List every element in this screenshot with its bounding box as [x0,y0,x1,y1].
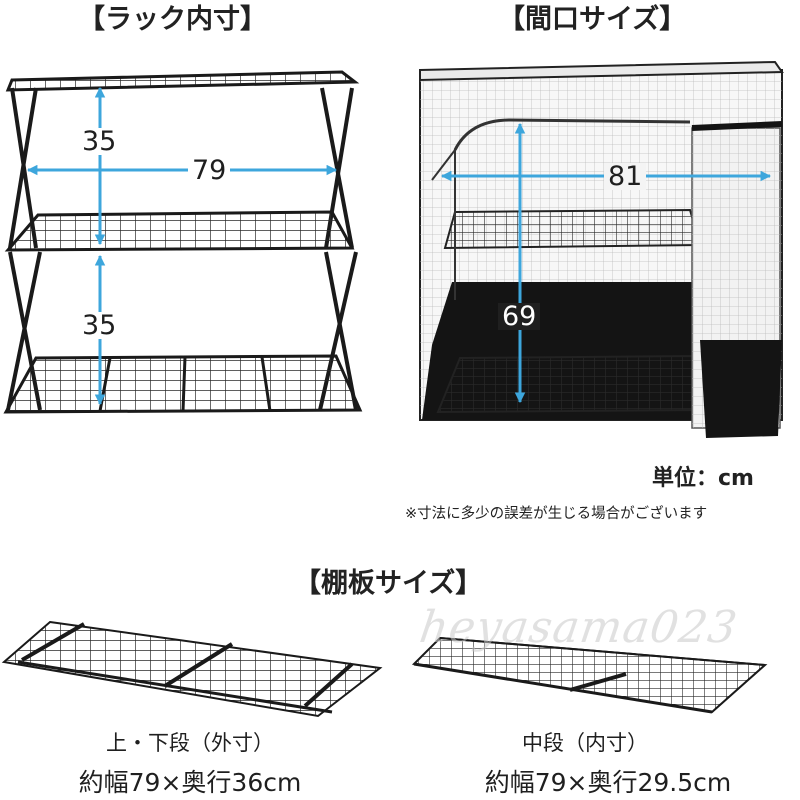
rack-inner-heading: 【ラック内寸】 [78,4,267,35]
tolerance-note: ※寸法に多少の誤差が生じる場合がございます [405,506,708,522]
cover-width-label: 81 [604,163,647,190]
cover-illustration [419,60,784,438]
rack-width-label: 79 [188,157,231,184]
middle-shelf-size: 約幅79×奥行29.5cm [484,768,732,797]
top-bottom-shelf-title: 上・下段（外寸） [106,731,274,755]
rack-height-lower-label: 35 [78,312,121,339]
middle-shelf-title: 中段（内寸） [522,731,648,755]
watermark: heyasama023 [416,602,741,653]
top-bottom-shelf-size: 約幅79×奥行36cm [78,768,302,797]
top-bottom-shelf-illustration [1,620,383,718]
middle-shelf-illustration [411,636,768,714]
cover-height-label: 69 [498,303,541,330]
unit-label: 単位：cm [652,466,754,491]
rack-height-upper-label: 35 [78,128,121,155]
shelf-size-heading: 【棚板サイズ】 [294,568,483,599]
opening-heading: 【間口サイズ】 [498,4,687,35]
rack-illustration [3,70,363,414]
